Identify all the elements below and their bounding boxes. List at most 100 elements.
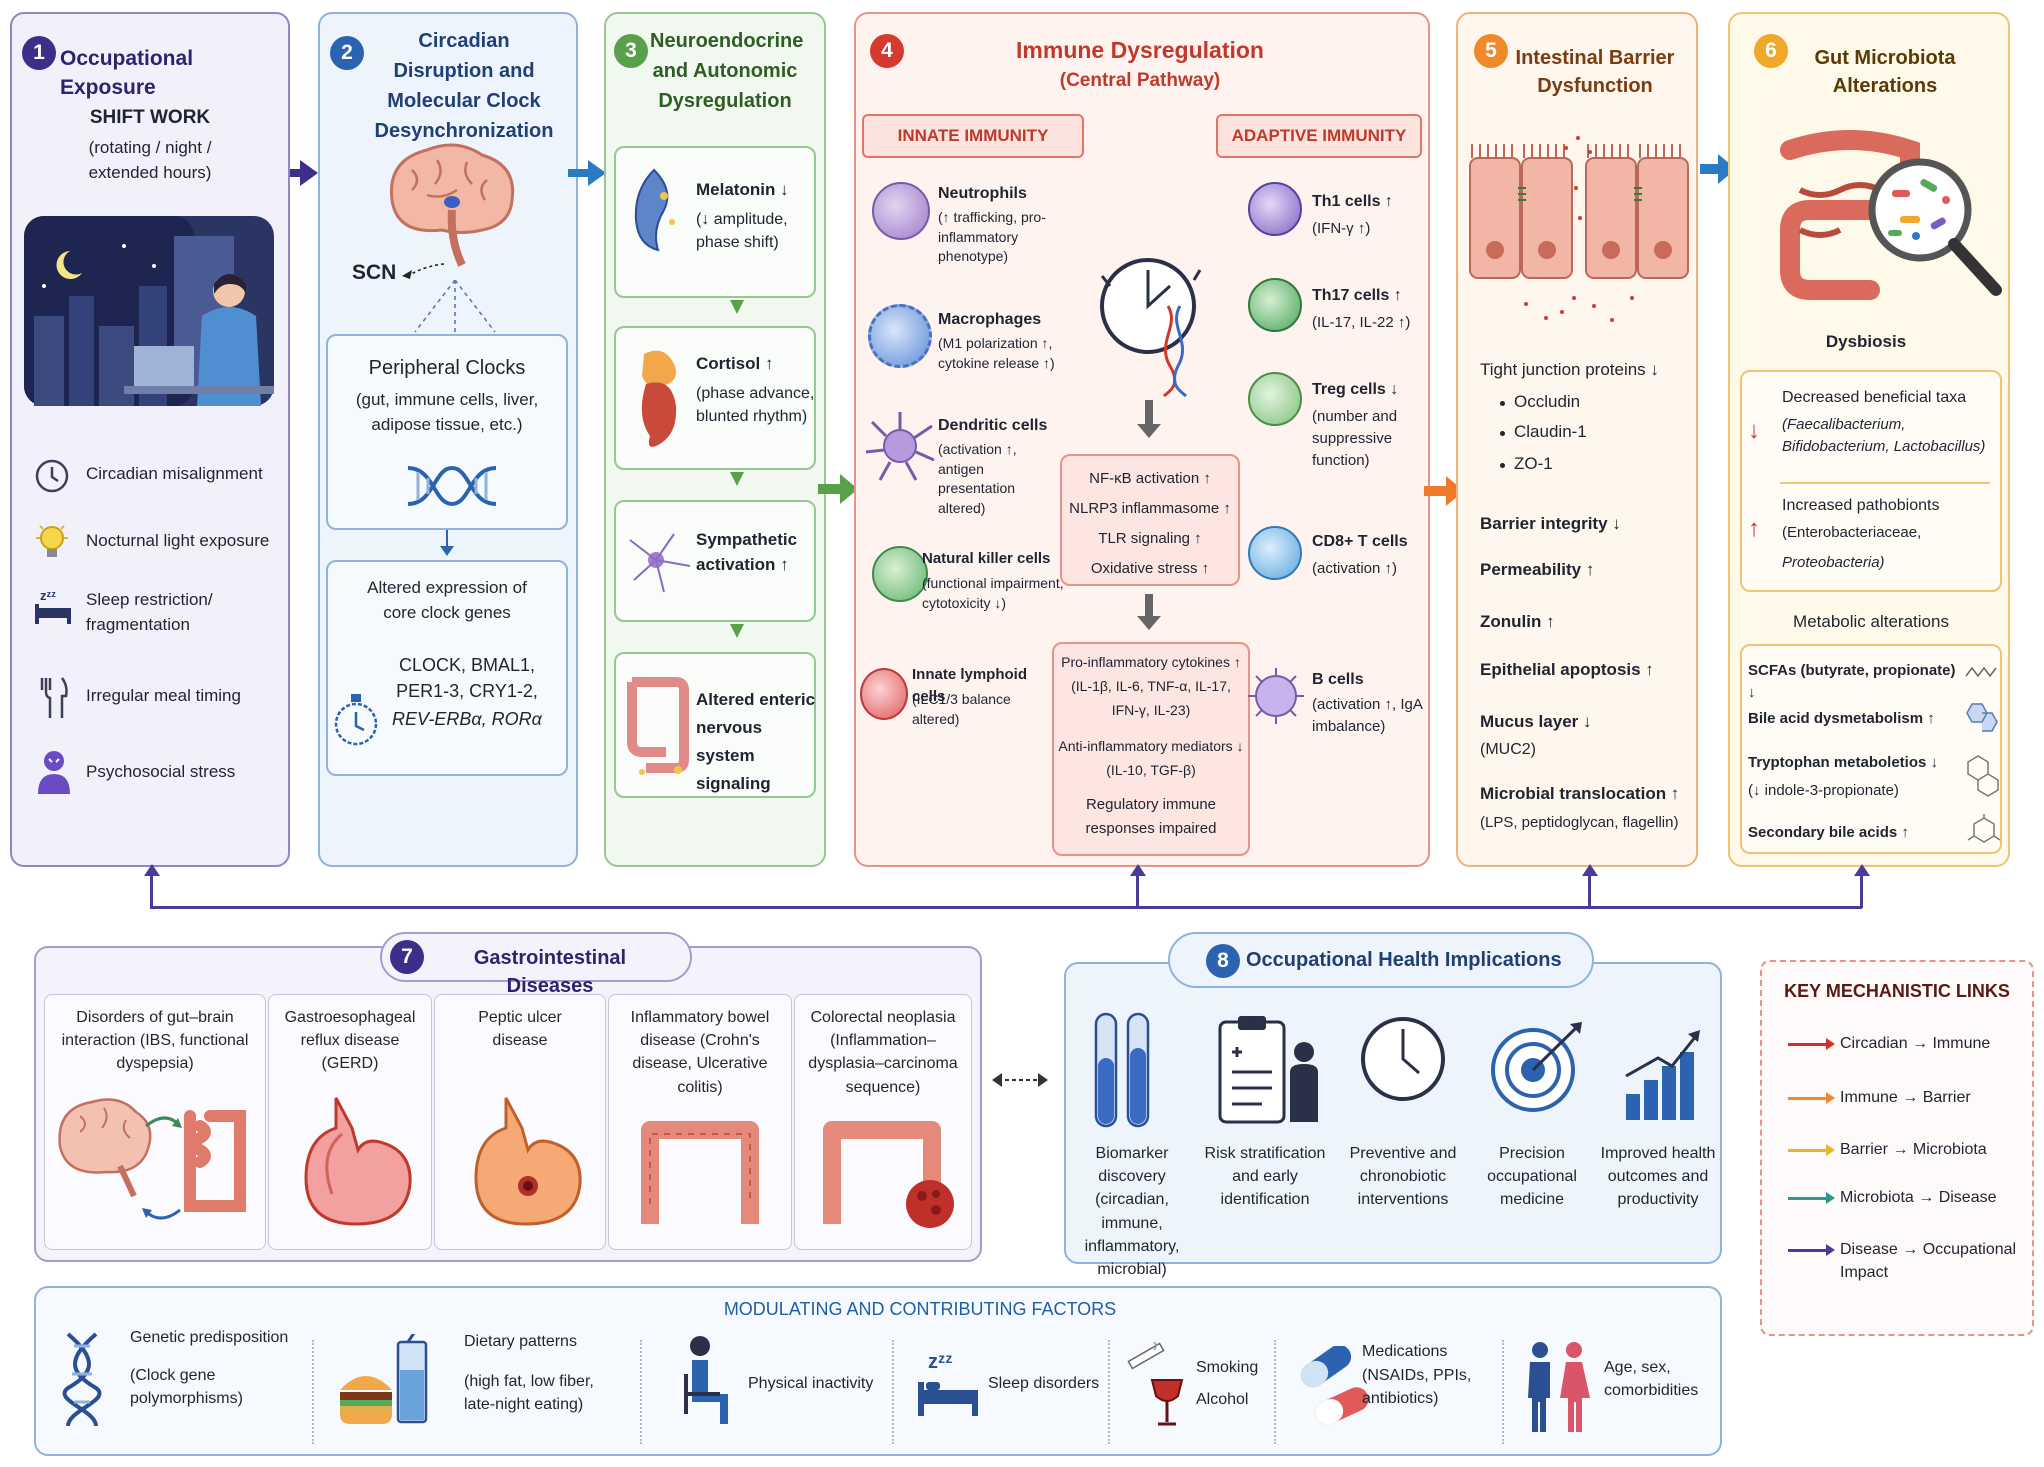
nk-cell-icon bbox=[872, 546, 928, 602]
barrier-item: Barrier integrity ↓ bbox=[1480, 514, 1621, 533]
arrow-2-to-3-shaft bbox=[568, 169, 590, 177]
key-arrowhead bbox=[1826, 1144, 1835, 1156]
arrow-1-to-2 bbox=[300, 160, 318, 186]
key-legend-box bbox=[1760, 960, 2034, 1336]
molecule-icon bbox=[1965, 666, 1997, 678]
brain-gut-illustration bbox=[58, 1098, 246, 1220]
arrow-down-gray-head bbox=[1137, 616, 1161, 630]
burger-drink-icon bbox=[340, 1334, 428, 1424]
factor-title: Smoking bbox=[1196, 1359, 1259, 1376]
panel-title: Gut Microbiota Alterations bbox=[1814, 47, 1956, 97]
macrophage-icon bbox=[868, 304, 932, 368]
scn-label: SCN bbox=[352, 261, 397, 284]
clock-dna-illustration bbox=[1100, 258, 1202, 398]
microbial-translocation-sub: (LPS, peptidoglycan, flagellin) bbox=[1480, 814, 1679, 831]
divider bbox=[312, 1340, 314, 1444]
factor-desc: Alcohol bbox=[1196, 1391, 1249, 1408]
core-clock-genes-list: CLOCK, BMAL1, PER1-3, CRY1-2, bbox=[396, 655, 538, 702]
factor-title: Age, sex, comorbidities bbox=[1604, 1359, 1699, 1400]
step-number-1: 1 bbox=[22, 36, 56, 70]
divider bbox=[892, 1340, 894, 1444]
stopwatch-icon bbox=[334, 694, 378, 746]
decreased-taxa-title: Decreased beneficial taxa bbox=[1782, 389, 1967, 406]
th17-cell-icon bbox=[1248, 278, 1302, 332]
innate-cell-desc: (M1 polarization ↑, cytokine release ↑) bbox=[938, 335, 1055, 371]
peripheral-clocks-subtitle: (gut, immune cells, liver, adipose tissu… bbox=[355, 390, 539, 434]
key-line-red bbox=[1788, 1043, 1828, 1046]
panel-title: Circadian Disruption and Molecular Clock… bbox=[374, 30, 554, 142]
target-icon bbox=[1491, 1022, 1582, 1112]
signal-item: NF-κB activation ↑ bbox=[1089, 470, 1211, 487]
cytokine-line: Pro-inflammatory cytokines ↑ bbox=[1061, 654, 1241, 670]
bar-chart-growth-icon bbox=[1625, 1030, 1700, 1120]
key-item: Disease → Occupational Impact bbox=[1840, 1241, 2017, 1282]
core-clock-genes-italic: REV-ERBα, RORα bbox=[392, 709, 542, 729]
panel-title: Occupational Exposure bbox=[60, 47, 194, 100]
signal-item: Oxidative stress ↑ bbox=[1090, 560, 1210, 577]
factor-title: Physical inactivity bbox=[748, 1375, 874, 1392]
item-psychosocial-stress: Psychosocial stress bbox=[86, 762, 236, 781]
panel-occupational-health bbox=[1064, 962, 1722, 1264]
step-number-2: 2 bbox=[330, 36, 364, 70]
bidirectional-arrow bbox=[992, 1073, 1048, 1087]
neuron-icon bbox=[629, 533, 691, 593]
arrow-down-shaft bbox=[446, 530, 448, 550]
step-number-6: 6 bbox=[1754, 34, 1788, 68]
implication-label: Biomarker discovery (circadian, immune, … bbox=[1084, 1145, 1180, 1278]
step-number-4: 4 bbox=[870, 34, 904, 68]
factor-desc: (high fat, low fiber, late-night eating) bbox=[464, 1373, 594, 1414]
mucus-sub: (MUC2) bbox=[1480, 741, 1536, 758]
key-line-purple bbox=[1788, 1249, 1828, 1252]
key-line-teal bbox=[1788, 1197, 1828, 1200]
enteric-box bbox=[614, 652, 816, 798]
stomach-ulcer-illustration bbox=[474, 1097, 582, 1226]
adaptive-cell-desc: (IL-17, IL-22 ↑) bbox=[1312, 314, 1411, 331]
scn-pointer-arrow bbox=[402, 263, 445, 279]
sympathetic-title: Sympathetic activation ↑ bbox=[696, 530, 798, 574]
innate-cell-desc: (ILC1/3 balance altered) bbox=[912, 691, 1011, 727]
th1-cell-icon bbox=[1248, 182, 1302, 236]
bullet-dot bbox=[1500, 401, 1505, 406]
decreased-taxa-list: (Faecalibacterium, Bifidobacterium, Lact… bbox=[1782, 416, 1986, 455]
innate-cell-desc: (activation ↑, antigen presentation alte… bbox=[938, 441, 1017, 516]
adaptive-cell-desc: (number and suppressive function) bbox=[1312, 408, 1398, 469]
dendritic-cell-icon bbox=[865, 412, 935, 481]
core-clock-genes-title: Altered expression of core clock genes bbox=[367, 578, 527, 622]
bullet-dot bbox=[1500, 431, 1505, 436]
step-number-8: 8 bbox=[1206, 944, 1240, 978]
factor-title: Dietary patterns bbox=[464, 1333, 577, 1350]
brain-illustration bbox=[389, 143, 515, 267]
tj-protein: Occludin bbox=[1514, 392, 1581, 411]
cigarette-wine-icon bbox=[1127, 1341, 1184, 1426]
arrow-5-to-6-shaft bbox=[1700, 164, 1720, 174]
peripheral-clocks-title: Peripheral Clocks bbox=[368, 357, 526, 379]
taxa-box bbox=[1740, 370, 2002, 592]
arrow-down-head bbox=[440, 546, 454, 556]
shift-work-title: SHIFT WORK bbox=[89, 107, 211, 128]
metabolite-item: Bile acid dysmetabolism ↑ bbox=[1748, 710, 1935, 727]
item-circadian-misalignment: Circadian misalignment bbox=[86, 464, 263, 483]
implication-label: Precision occupational medicine bbox=[1487, 1145, 1577, 1209]
innate-cell-title: Neutrophils bbox=[938, 185, 1027, 202]
bullet-dot bbox=[1500, 463, 1505, 468]
modulating-factors-panel bbox=[34, 1286, 1722, 1456]
implication-label: Improved health outcomes and productivit… bbox=[1600, 1145, 1716, 1209]
barrier-item: Zonulin ↑ bbox=[1480, 612, 1555, 631]
innate-cell-title: Innate lymphoid cells bbox=[912, 666, 1028, 705]
signal-item: TLR signaling ↑ bbox=[1098, 530, 1202, 547]
dna-icon bbox=[62, 1332, 102, 1427]
item-sleep-restriction: Sleep restriction/ fragmentation bbox=[86, 590, 213, 634]
svg-text:zᶻᶻ: zᶻᶻ bbox=[40, 588, 56, 603]
fork-knife-icon bbox=[40, 677, 68, 718]
arrow-2-to-3 bbox=[588, 160, 606, 186]
sympathetic-box bbox=[614, 500, 816, 622]
factor-desc: (NSAIDs, PPIs, antibiotics) bbox=[1362, 1367, 1472, 1408]
cytokines-box bbox=[1052, 642, 1250, 856]
test-tubes-icon bbox=[1094, 1012, 1150, 1128]
divider bbox=[640, 1340, 642, 1444]
feedback-arrowhead bbox=[1582, 864, 1598, 876]
increased-taxa-title: Increased pathobionts bbox=[1782, 497, 1940, 514]
barrier-item: Epithelial apoptosis ↑ bbox=[1480, 660, 1654, 679]
cytokine-line: Regulatory immune bbox=[1085, 796, 1217, 813]
innate-cell-title: Natural killer cells bbox=[922, 550, 1051, 567]
